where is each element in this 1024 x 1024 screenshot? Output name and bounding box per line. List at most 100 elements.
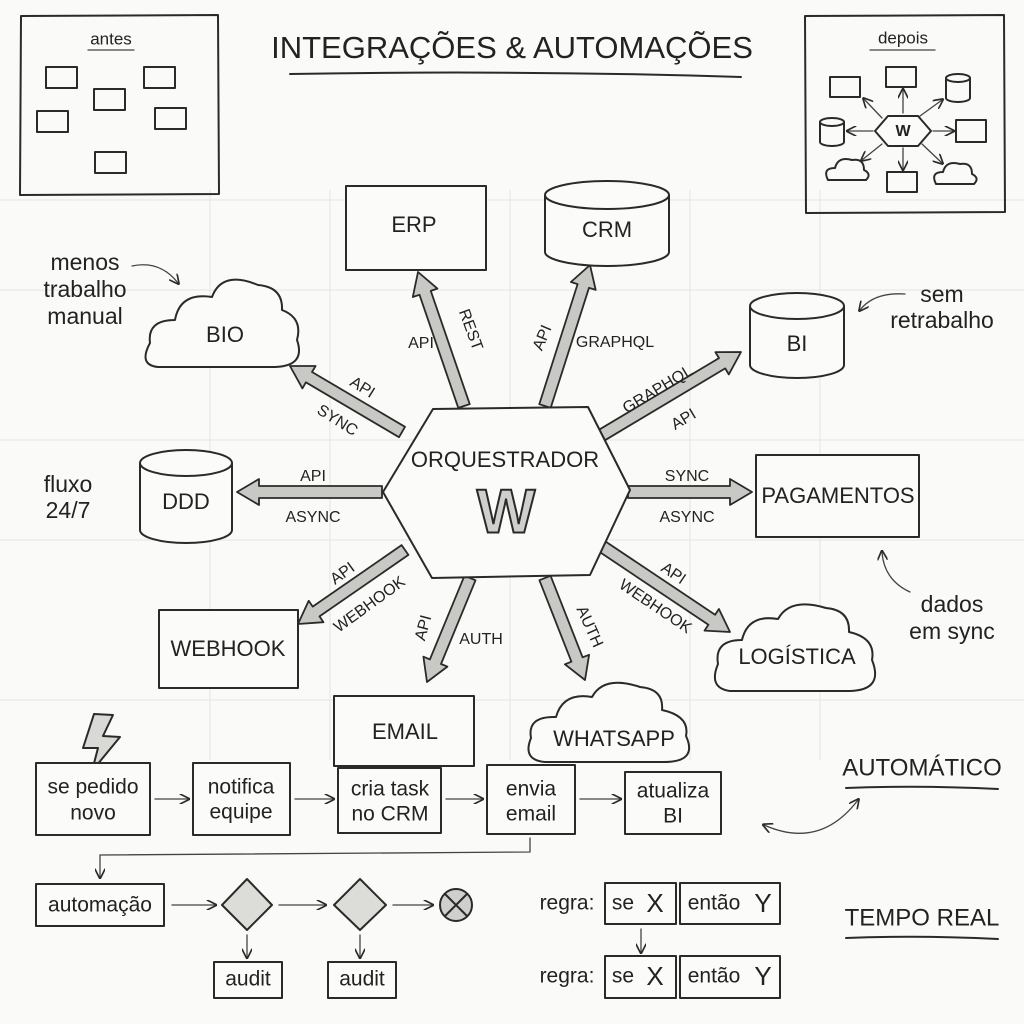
flow-step-line-1: envia: [506, 778, 557, 801]
audit-label: audit: [225, 968, 271, 991]
node-webhook: WEBHOOK: [158, 609, 299, 689]
note-dados-line-1: dados: [921, 591, 984, 617]
node-erp-label: ERP: [391, 212, 436, 237]
mini-database-icon: [945, 73, 971, 103]
rule-then: então: [688, 892, 741, 915]
node-bi-label: BI: [787, 331, 808, 356]
orchestrator-hub: ORQUESTRADOR W: [382, 406, 631, 579]
mini-hub-icon: [874, 115, 932, 147]
flow-step-line-1: se pedido: [47, 776, 138, 799]
node-crm: CRM: [544, 180, 670, 267]
rules: regra: se X então Y regra: se X então Y: [540, 882, 781, 999]
flow-step-line-2: BI: [663, 805, 683, 828]
mini-cloud-icon: [933, 162, 978, 185]
connector-crm-label-1: API: [530, 323, 556, 353]
side-notes: menos trabalho manual sem retrabalho flu…: [43, 249, 994, 644]
rule-if: se: [612, 965, 634, 988]
rule-row: regra: se X então Y: [540, 955, 781, 999]
rule-prefix: regra:: [540, 892, 595, 915]
connector-ddd-label-1: API: [300, 468, 326, 485]
decision-diamond: [221, 878, 273, 931]
connector-crm-label-2: GRAPHQL: [576, 334, 654, 351]
arrow-to-bio: [289, 365, 406, 439]
note-fluxo-line-1: fluxo: [44, 471, 93, 497]
automation-row: automação audit audit: [35, 878, 473, 999]
flow-step-line-1: atualiza: [637, 780, 710, 803]
after-label: depois: [878, 28, 928, 47]
arrow-to-bi: [598, 351, 742, 442]
mini-hub-logo: W: [895, 123, 911, 140]
arrow-to-crm: [538, 264, 597, 409]
flow-step: atualiza BI: [624, 771, 722, 835]
arrow-to-pagamentos: [627, 478, 753, 506]
before-box: [45, 66, 78, 89]
rule-y-symbol: Y: [754, 888, 771, 918]
note-menos-line-2: trabalho: [43, 276, 126, 302]
tempo-real-label: TEMPO REAL: [845, 904, 1000, 931]
note-menos-line-1: menos: [50, 249, 119, 275]
flow-step-line-2: equipe: [209, 801, 272, 824]
connector-pagamentos-label-2: ASYNC: [659, 509, 714, 526]
node-email-label: EMAIL: [372, 719, 438, 744]
node-whatsapp: WHATSAPP: [527, 681, 691, 763]
before-box: [143, 66, 176, 89]
node-erp: ERP: [345, 185, 487, 271]
node-whatsapp-label: WHATSAPP: [553, 726, 675, 751]
rule-if: se: [612, 892, 634, 915]
arrow-to-whatsapp: [538, 574, 590, 681]
note-sem-arrow: [860, 293, 906, 310]
trigger-bolt-icon: [82, 713, 121, 772]
automation-label: automação: [48, 894, 152, 917]
arrow-to-email: [422, 574, 477, 683]
arrow-to-ddd: [236, 478, 383, 506]
arrow-to-webhook: [297, 544, 410, 625]
title-block: INTEGRAÇÕES & AUTOMAÇÕES: [271, 30, 753, 78]
flow-step-line-2: email: [506, 803, 556, 826]
before-box: [93, 88, 126, 111]
node-logistica: LOGÍSTICA: [714, 603, 877, 692]
node-email: EMAIL: [333, 695, 475, 767]
page-title: INTEGRAÇÕES & AUTOMAÇÕES: [271, 30, 753, 65]
connector-erp-label-2: REST: [455, 307, 486, 353]
note-fluxo-line-2: 24/7: [46, 497, 91, 523]
node-crm-label: CRM: [582, 217, 632, 242]
flow-step-line-1: notifica: [208, 776, 275, 799]
flow-to-automation-arrow: [100, 837, 531, 877]
decision-diamond: [333, 878, 387, 931]
connector-email-label-1: API: [412, 613, 435, 642]
flow-step-line-2: no CRM: [351, 803, 428, 826]
after-panel: depois W: [804, 14, 1006, 214]
flow-step: cria task no CRM: [337, 767, 442, 834]
automation-box: [35, 883, 165, 927]
node-bio: BIO: [144, 278, 300, 368]
note-dados-arrow: [882, 552, 911, 593]
rule-prefix: regra:: [540, 965, 595, 988]
flow-step: se pedido novo: [35, 762, 151, 836]
note-dados-line-2: em sync: [909, 618, 995, 644]
node-ddd: DDD: [139, 449, 233, 544]
mini-box-icon: [886, 171, 918, 193]
connector-bi-label-2: API: [668, 406, 699, 434]
note-sem-line-1: sem: [920, 281, 963, 307]
flow-step-line-2: novo: [70, 802, 116, 825]
tempo-real-block: TEMPO REAL: [845, 904, 1000, 940]
rule-x-symbol: X: [646, 888, 663, 918]
end-node-icon: [439, 888, 473, 922]
mini-box-icon: [885, 66, 917, 88]
node-bi: BI: [749, 292, 845, 379]
audit-box: [213, 961, 283, 999]
before-box: [36, 110, 69, 133]
connector-ddd-label-2: ASYNC: [285, 509, 340, 526]
mini-box-icon: [829, 76, 861, 98]
flow-step: envia email: [486, 764, 576, 835]
automation-flow: se pedido novo notifica equipe cria task…: [35, 754, 1002, 877]
hub-logo: W: [477, 477, 536, 546]
node-ddd-label: DDD: [162, 489, 210, 514]
node-pagamentos-label: PAGAMENTOS: [761, 483, 914, 508]
connector-arrows: [236, 264, 753, 683]
hub-label: ORQUESTRADOR: [411, 447, 599, 472]
rule-then: então: [688, 965, 741, 988]
note-sem-line-2: retrabalho: [890, 307, 994, 333]
connector-pagamentos-label-1: SYNC: [665, 468, 709, 485]
